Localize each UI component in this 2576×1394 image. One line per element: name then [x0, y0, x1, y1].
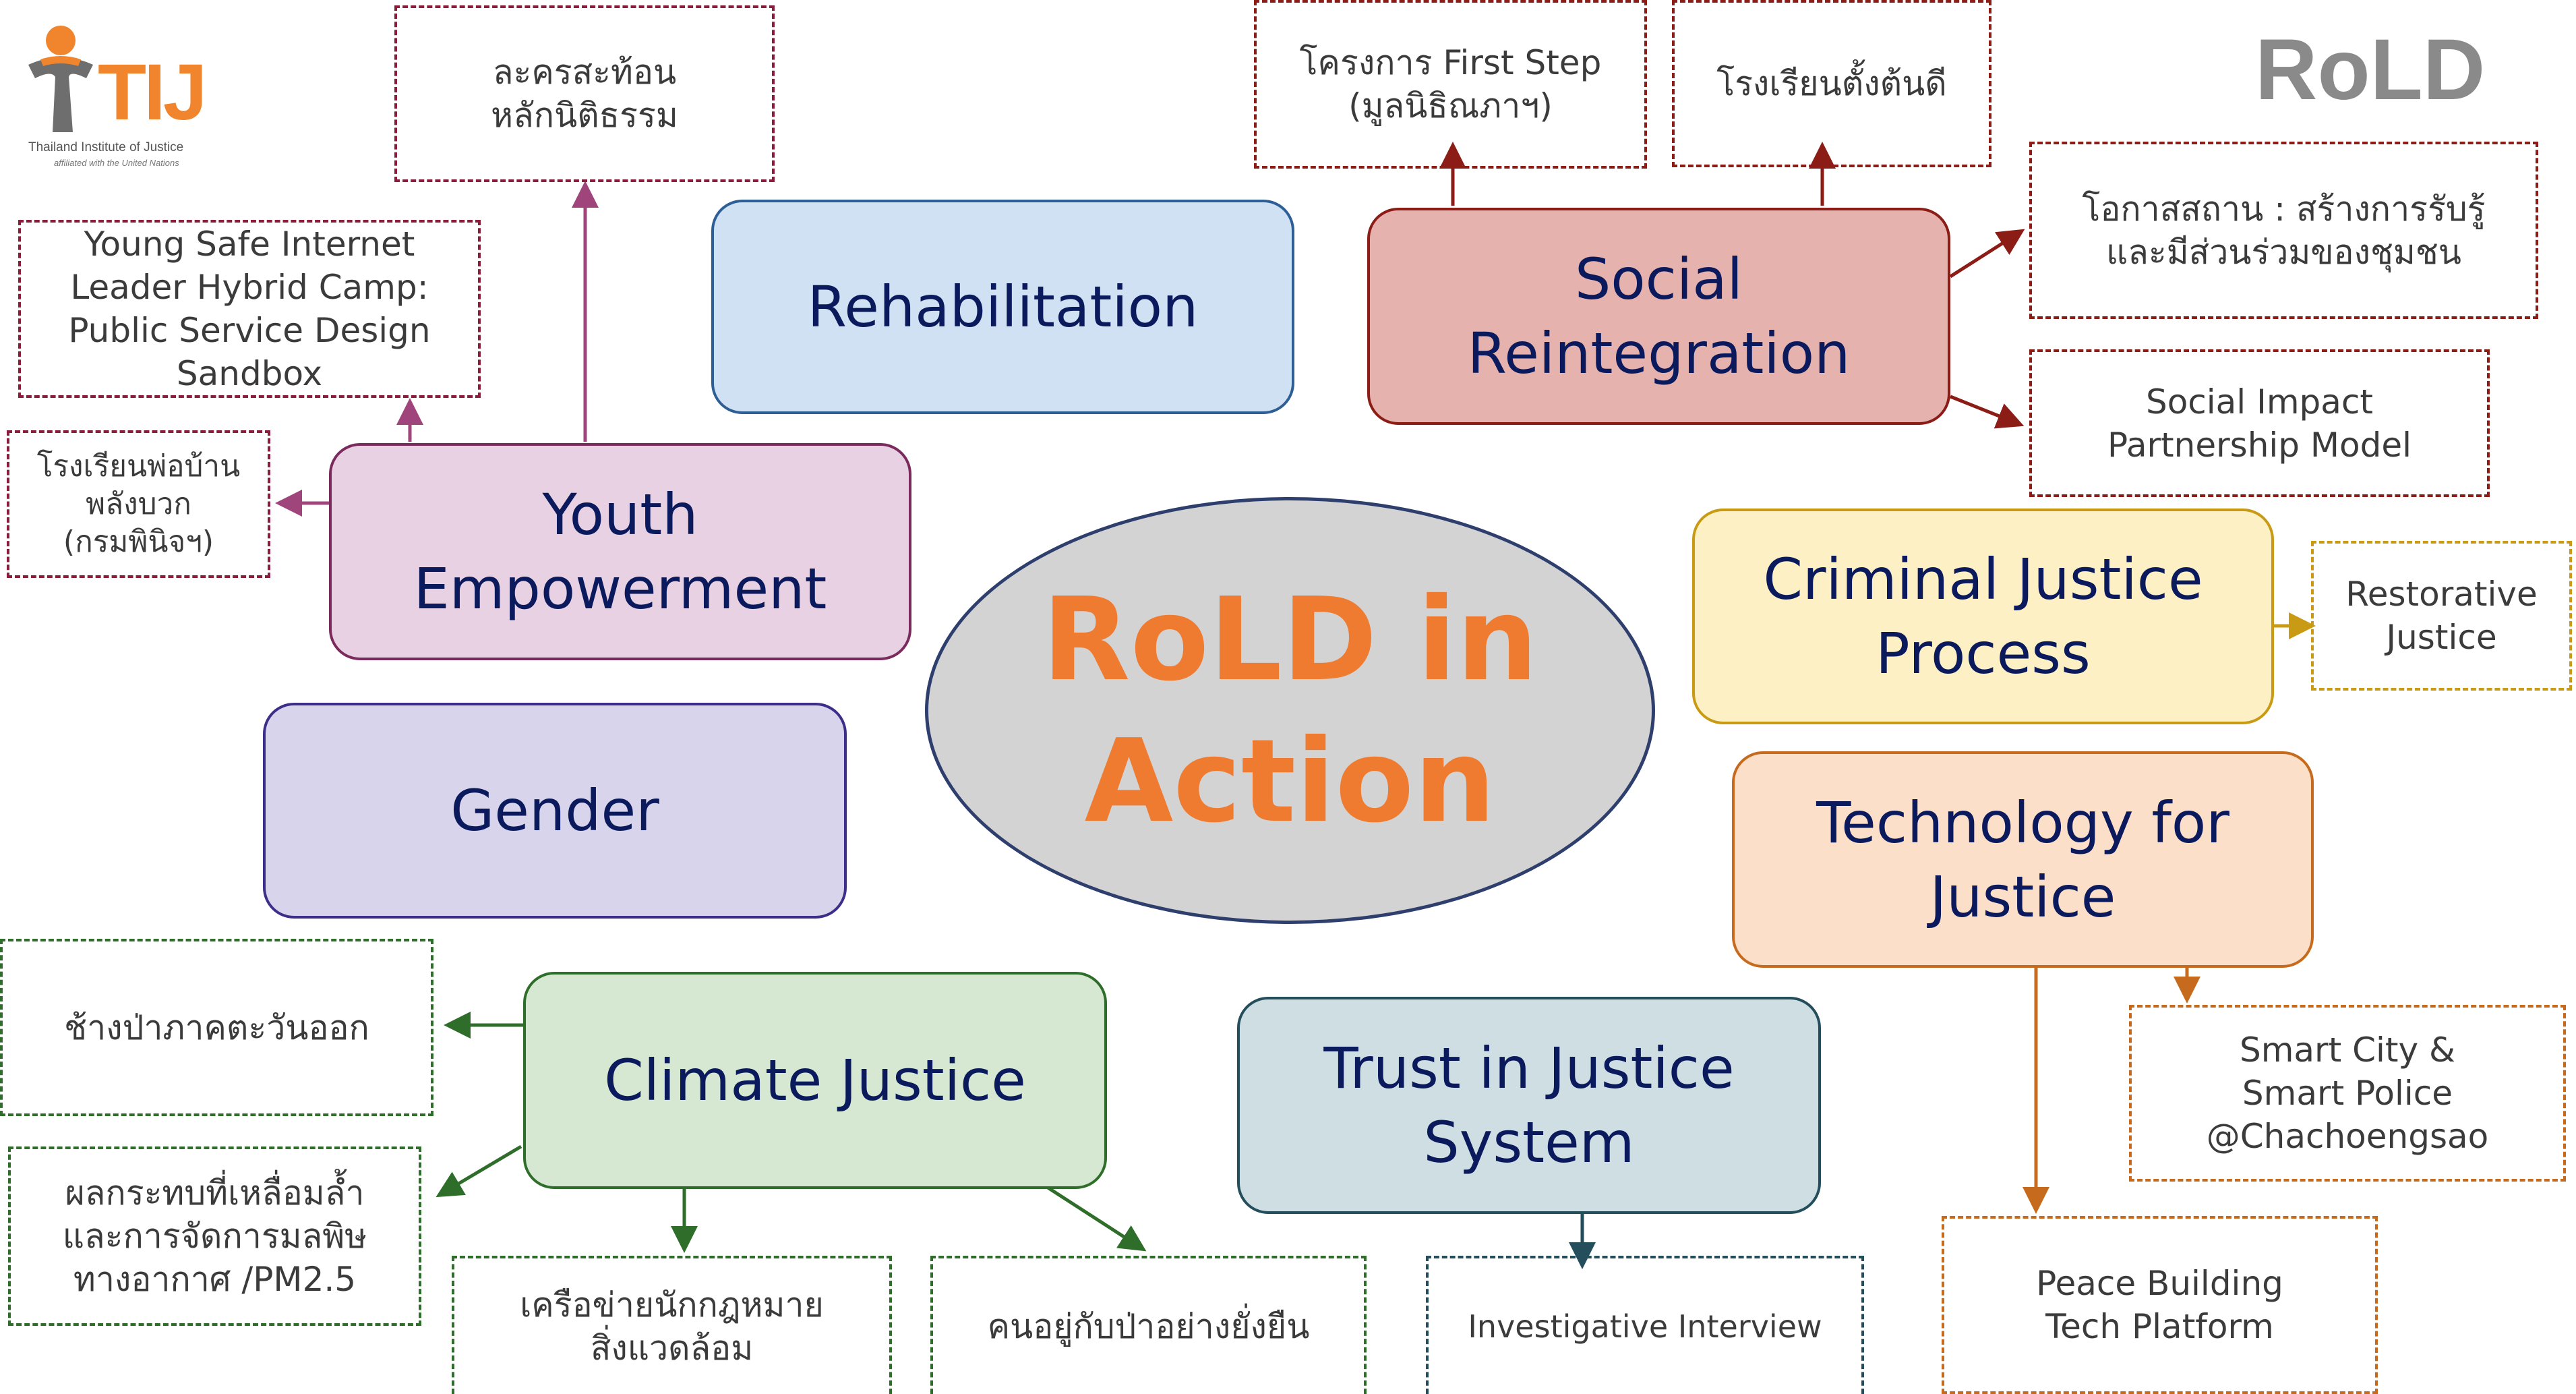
project-social-impact: Social Impact Partnership Model: [2029, 349, 2490, 497]
tij-logo-text: TIJ: [98, 48, 207, 137]
project-good-start-school: โรงเรียนตั้งต้นดี: [1672, 0, 1991, 167]
tij-logo-tagline: affiliated with the United Nations: [54, 158, 179, 168]
arrow-social-to-social-impact: [1950, 395, 2025, 429]
project-parent-school: โรงเรียนพ่อบ้าน พลังบวก (กรมพินิจฯ): [7, 430, 270, 578]
project-restorative-justice: Restorative Justice: [2311, 541, 2572, 691]
project-opportunity-space: โอกาสสถาน : สร้างการรับรู้ และมีส่วนร่วม…: [2029, 142, 2538, 319]
topic-gender: Gender: [263, 703, 847, 919]
project-peace-building: Peace Building Tech Platform: [1942, 1216, 2378, 1394]
topic-technology-for-justice: Technology for Justice: [1732, 751, 2314, 968]
project-drama: ละครสะท้อน หลักนิติธรรม: [394, 5, 775, 182]
arrow-climate-to-pollution: [436, 1144, 522, 1198]
project-young-safe-internet: Young Safe Internet Leader Hybrid Camp: …: [18, 220, 481, 398]
tij-logo: TIJ Thailand Institute of Justice affili…: [13, 12, 236, 168]
project-investigative-interview: Investigative Interview: [1426, 1256, 1864, 1394]
rold-logo: RoLD: [2255, 22, 2498, 118]
rold-wordmark: RoLD: [2255, 22, 2485, 118]
topic-trust-in-justice-system: Trust in Justice System: [1237, 997, 1821, 1214]
center-title: RoLD in Action: [925, 497, 1655, 924]
project-elephant: ช้างป่าภาคตะวันออก: [0, 939, 433, 1116]
arrow-social-to-opportunity: [1949, 229, 2025, 279]
arrow-climate-to-forest: [1040, 1182, 1147, 1252]
tij-logo-subtitle: Thailand Institute of Justice: [28, 140, 184, 154]
rold-logo-text: RoLD: [2255, 24, 2485, 111]
tij-figure-icon: [28, 26, 93, 132]
topic-climate-justice: Climate Justice: [523, 972, 1107, 1189]
project-first-step: โครงการ First Step (มูลนิธิณภาฯ): [1254, 0, 1647, 169]
project-environmental-lawyers: เครือข่ายนักกฎหมาย สิ่งแวดล้อม: [452, 1256, 892, 1394]
topic-rehabilitation: Rehabilitation: [711, 200, 1294, 414]
topic-criminal-justice-process: Criminal Justice Process: [1692, 509, 2274, 724]
topic-youth-empowerment: Youth Empowerment: [329, 443, 911, 660]
project-forest-community: คนอยู่กับป่าอย่างยั่งยืน: [930, 1256, 1367, 1394]
topic-social-reintegration: Social Reintegration: [1367, 208, 1950, 425]
project-pollution: ผลกระทบที่เหลื่อมล้ำ และการจัดการมลพิษ ท…: [8, 1146, 421, 1326]
project-smart-city: Smart City & Smart Police @Chachoengsao: [2129, 1005, 2566, 1182]
